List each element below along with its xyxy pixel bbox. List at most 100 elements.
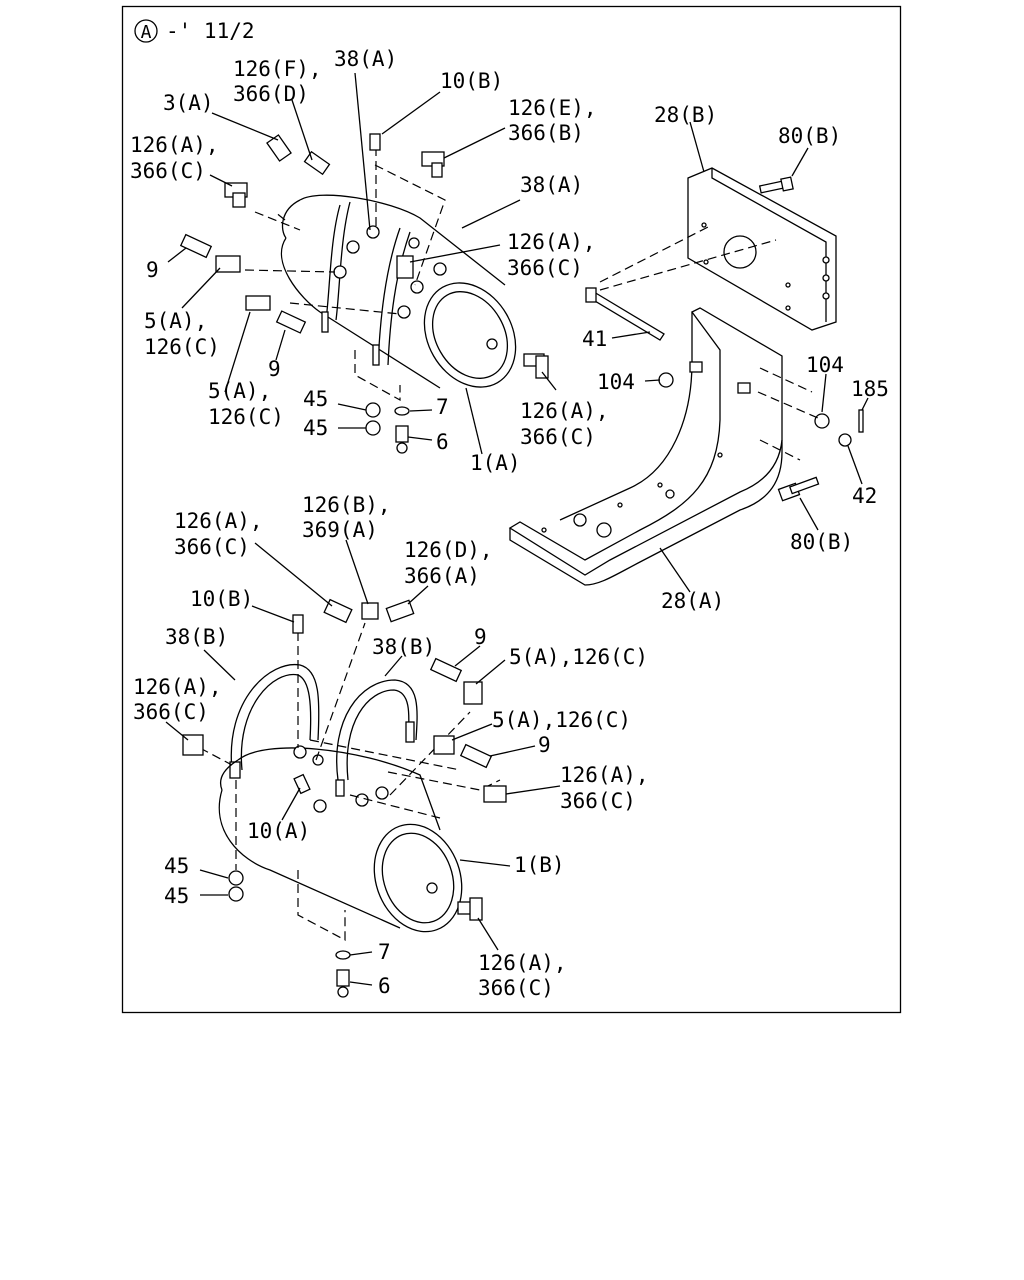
fitting-126D bbox=[385, 599, 415, 623]
label-104-right: 104 bbox=[806, 353, 844, 377]
diagram-frame bbox=[121, 5, 902, 1014]
nut-45-a bbox=[365, 402, 381, 418]
label-104-left: 104 bbox=[597, 370, 635, 394]
bracket-28B bbox=[687, 167, 837, 331]
nut-45-b bbox=[365, 420, 381, 436]
label-369A: 369(A) bbox=[302, 518, 378, 542]
label-126F: 126(F), bbox=[233, 57, 322, 81]
label-42: 42 bbox=[852, 484, 877, 508]
label-366C-end-lower: 366(C) bbox=[478, 976, 554, 1000]
fitting-126B-tee bbox=[361, 602, 379, 620]
bolt-80B-bottom bbox=[777, 476, 820, 502]
label-126A-mid: 126(A), bbox=[507, 230, 596, 254]
label-366C-mid: 366(C) bbox=[507, 256, 583, 280]
label-7-lower: 7 bbox=[378, 940, 391, 964]
label-9-a: 9 bbox=[146, 258, 159, 282]
strap-38B-right bbox=[335, 679, 418, 797]
label-7-upper: 7 bbox=[436, 395, 449, 419]
upper-labels: 126(F), 366(D) 38(A) 10(B) 3(A) 126(E), … bbox=[130, 47, 609, 475]
bolt-80B-top bbox=[758, 176, 794, 194]
fitting-126A-end bbox=[523, 353, 549, 379]
label-126A-left: 126(A), bbox=[130, 133, 219, 157]
label-126B: 126(B), bbox=[302, 493, 391, 517]
air-tank-1A bbox=[244, 147, 517, 402]
label-185: 185 bbox=[851, 377, 889, 401]
fitting-10B-upper bbox=[369, 133, 381, 151]
fitting-9-lower-b bbox=[459, 743, 493, 769]
nut-104-left bbox=[658, 372, 674, 388]
label-9-lower-b: 9 bbox=[538, 733, 551, 757]
label-1B: 1(B) bbox=[514, 853, 565, 877]
label-5A-126C-a: 5(A),126(C) bbox=[509, 645, 648, 669]
upper-tank-assembly bbox=[167, 72, 557, 455]
washer-7-lower bbox=[335, 950, 351, 960]
fitting-126A-right-lower bbox=[483, 785, 507, 803]
label-366C-left-lower: 366(C) bbox=[133, 700, 209, 724]
bracket-labels: 28(B) 80(B) 41 104 104 185 42 80(B) 28(A… bbox=[582, 103, 889, 613]
bracket-assembly bbox=[508, 121, 869, 593]
label-80B-bottom: 80(B) bbox=[790, 530, 853, 554]
fitting-10B-lower bbox=[292, 614, 304, 634]
label-126C-b: 126(C) bbox=[208, 405, 284, 429]
label-1A: 1(A) bbox=[470, 451, 521, 475]
label-366A: 366(A) bbox=[404, 564, 480, 588]
fitting-3A bbox=[266, 134, 292, 162]
bolt-41 bbox=[585, 287, 665, 341]
fitting-126A-end-lower bbox=[457, 897, 483, 921]
label-10A: 10(A) bbox=[247, 819, 310, 843]
fitting-9-a bbox=[179, 233, 213, 259]
label-126D: 126(D), bbox=[404, 538, 493, 562]
label-41: 41 bbox=[582, 327, 607, 351]
drain-valve-6 bbox=[395, 425, 409, 454]
label-38A-right: 38(A) bbox=[520, 173, 583, 197]
fitting-126F bbox=[303, 150, 331, 176]
label-5A-b: 5(A), bbox=[208, 379, 271, 403]
fitting-9-lower-a bbox=[429, 657, 463, 683]
header-circle-letter: A bbox=[141, 22, 152, 43]
label-126A-top: 126(A), bbox=[174, 509, 263, 533]
label-45-a: 45 bbox=[303, 387, 328, 411]
pin-185 bbox=[858, 409, 864, 433]
label-6-upper: 6 bbox=[436, 430, 449, 454]
label-126A-right-lower: 126(A), bbox=[560, 763, 649, 787]
nut-104-right bbox=[814, 413, 830, 429]
label-80B-top: 80(B) bbox=[778, 124, 841, 148]
nut-45-lower-b bbox=[228, 886, 244, 902]
header-code: -' 11/2 bbox=[166, 19, 255, 43]
label-45-lower-a: 45 bbox=[164, 854, 189, 878]
label-9-b: 9 bbox=[268, 357, 281, 381]
label-126A-end-lower: 126(A), bbox=[478, 951, 567, 975]
label-9-lower-a: 9 bbox=[474, 625, 487, 649]
label-366C-top: 366(C) bbox=[174, 535, 250, 559]
label-366D: 366(D) bbox=[233, 82, 309, 106]
label-126C-a: 126(C) bbox=[144, 335, 220, 359]
label-38A-top: 38(A) bbox=[334, 47, 397, 71]
label-10B-lower: 10(B) bbox=[190, 587, 253, 611]
drain-valve-6-lower bbox=[336, 969, 350, 998]
label-5A-126C-b: 5(A),126(C) bbox=[492, 708, 631, 732]
label-366C-right-lower: 366(C) bbox=[560, 789, 636, 813]
label-126E: 126(E), bbox=[508, 96, 597, 120]
fitting-5A-lower-b bbox=[433, 735, 455, 755]
label-5A-a: 5(A), bbox=[144, 309, 207, 333]
label-3A: 3(A) bbox=[163, 91, 214, 115]
washer-7 bbox=[394, 406, 410, 416]
fitting-126A-mid bbox=[396, 255, 414, 279]
bracket-28A bbox=[508, 307, 783, 586]
fitting-10A bbox=[293, 773, 311, 795]
label-38B-right: 38(B) bbox=[372, 635, 435, 659]
strap-38B-left bbox=[229, 663, 320, 779]
label-126A-end: 126(A), bbox=[520, 399, 609, 423]
label-45-lower-b: 45 bbox=[164, 884, 189, 908]
diagram-header: A -' 11/2 bbox=[134, 19, 255, 43]
lower-labels: 126(A), 366(C) 126(B), 369(A) 126(D), 36… bbox=[133, 493, 649, 1000]
label-28B: 28(B) bbox=[654, 103, 717, 127]
fitting-9-b bbox=[275, 310, 307, 334]
fitting-5A-lower-a bbox=[463, 681, 483, 705]
lower-tank-assembly bbox=[165, 539, 561, 998]
label-366C-end: 366(C) bbox=[520, 425, 596, 449]
label-28A: 28(A) bbox=[661, 589, 724, 613]
fitting-126A-left bbox=[224, 182, 248, 208]
label-366B: 366(B) bbox=[508, 121, 584, 145]
